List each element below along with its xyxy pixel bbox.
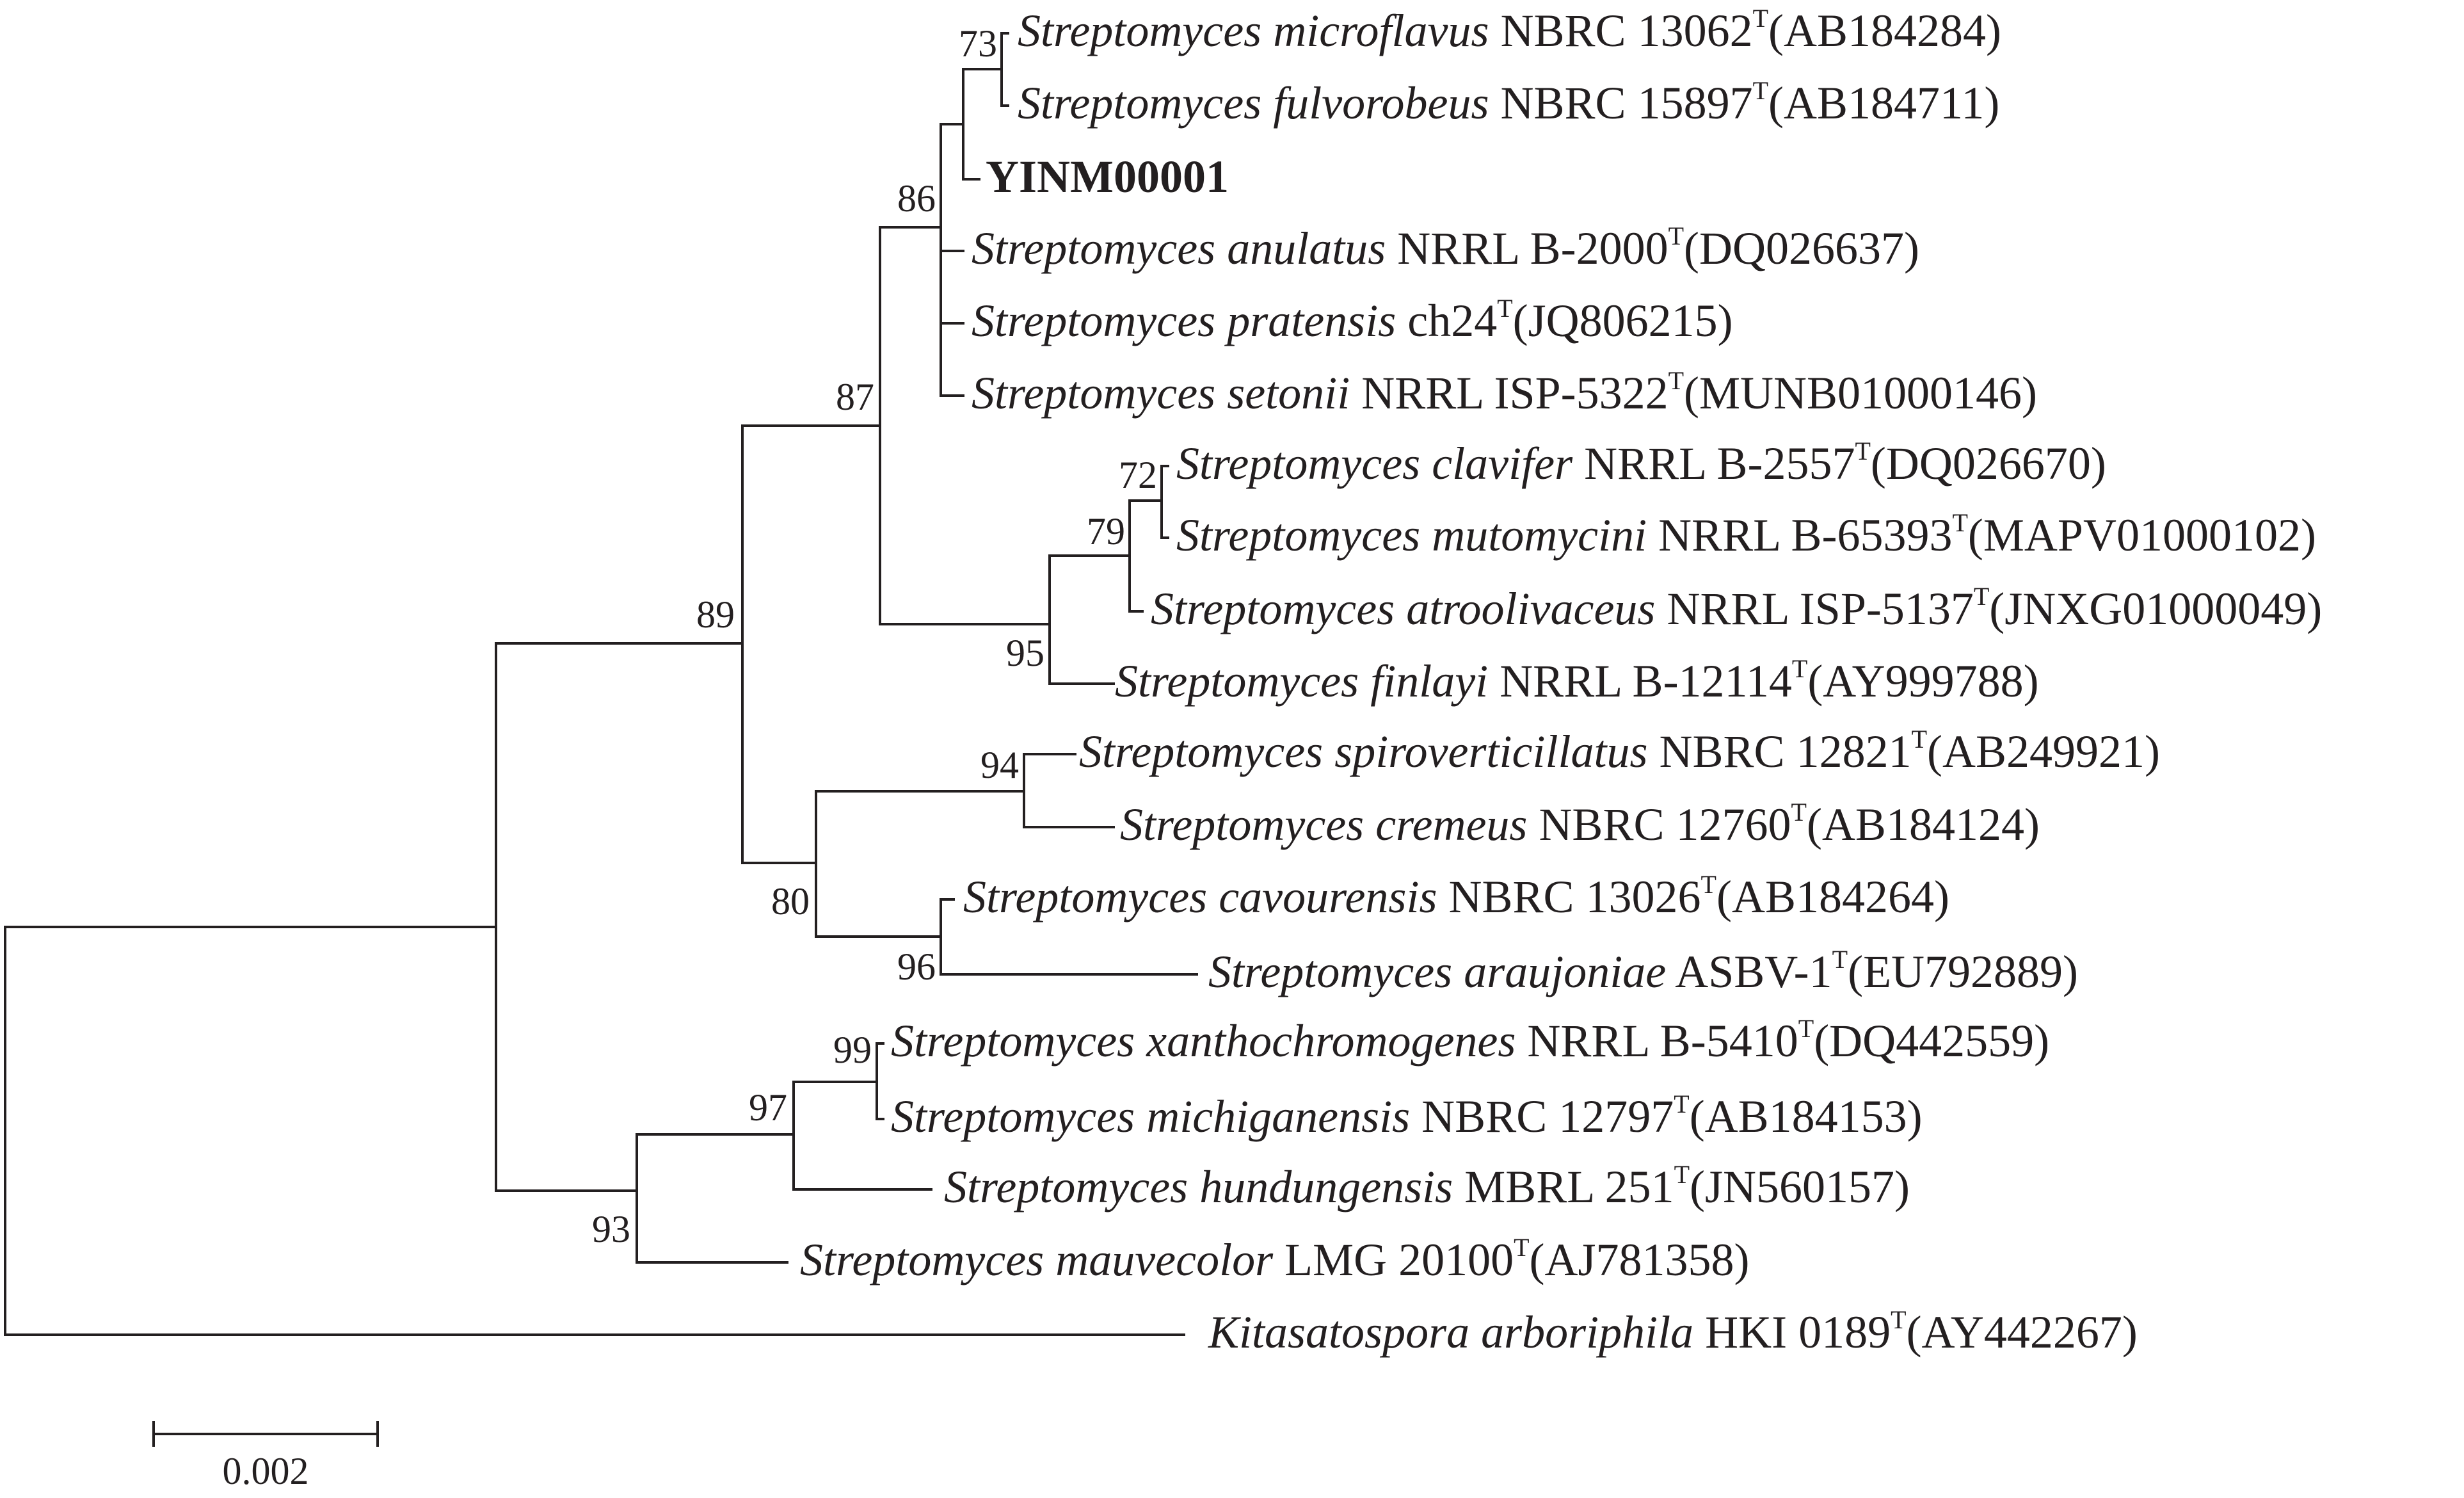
bootstrap-value: 93 [592,1208,630,1250]
taxon-label: Streptomyces spiroverticillatus NBRC 128… [1079,725,2160,777]
bootstrap-value: 89 [696,593,735,636]
bootstrap-value: 97 [749,1086,787,1129]
taxon-label: Streptomyces setonii NRRL ISP-5322T(MUNB… [972,366,2037,419]
taxon-label: Streptomyces clavifer NRRL B-2557T(DQ026… [1176,437,2106,489]
bootstrap-values: 73 86 87 72 79 95 89 94 80 96 99 97 93 [592,22,1157,1250]
taxon-label: Streptomyces microflavus NBRC 13062T(AB1… [1018,4,2001,56]
taxon-label: Streptomyces fulvorobeus NBRC 15897T(AB1… [1018,76,1999,129]
taxon-label: Streptomyces pratensis ch24T(JQ806215) [972,294,1733,346]
bootstrap-value: 96 [897,946,936,988]
taxon-label: Streptomyces araujoniae ASBV-1T(EU792889… [1208,945,2078,997]
scale-bar: 0.002 [152,1421,379,1492]
taxon-labels: Streptomyces microflavus NBRC 13062T(AB1… [800,4,2322,1358]
bootstrap-value: 95 [1006,632,1044,674]
taxon-label: Streptomyces hundungensis MBRL 251T(JN56… [944,1160,1910,1212]
bootstrap-value: 99 [833,1029,872,1071]
bootstrap-value: 87 [836,376,874,418]
taxon-label: Streptomyces anulatus NRRL B-2000T(DQ026… [972,221,1919,274]
taxon-label: Streptomyces cavourensis NBRC 13026T(AB1… [963,870,1949,922]
bootstrap-value: 86 [897,177,936,220]
bootstrap-value: 72 [1119,454,1157,496]
taxon-label: Streptomyces finlayi NRRL B-12114T(AY999… [1115,654,2039,707]
bootstrap-value: 94 [980,744,1019,786]
taxon-label: Streptomyces xanthochromogenes NRRL B-54… [891,1014,2049,1067]
taxon-label: Kitasatospora arboriphila HKI 0189T(AY44… [1208,1305,2138,1358]
taxon-label: Streptomyces michiganensis NBRC 12797T(A… [891,1090,1923,1142]
bootstrap-value: 73 [959,22,997,65]
bootstrap-value: 79 [1087,510,1125,552]
scale-bar-label: 0.002 [223,1450,309,1492]
taxon-label-highlighted: YINM00001 [986,151,1229,202]
taxon-label: Streptomyces mauvecolor LMG 20100T(AJ781… [800,1233,1750,1285]
taxon-label: Streptomyces atroolivaceus NRRL ISP-5137… [1151,582,2322,634]
bootstrap-value: 80 [771,880,810,922]
taxon-label: Streptomyces mutomycini NRRL B-65393T(MA… [1176,508,2316,561]
taxon-label: Streptomyces cremeus NBRC 12760T(AB18412… [1120,798,2040,850]
tree-branches [4,32,1198,1336]
